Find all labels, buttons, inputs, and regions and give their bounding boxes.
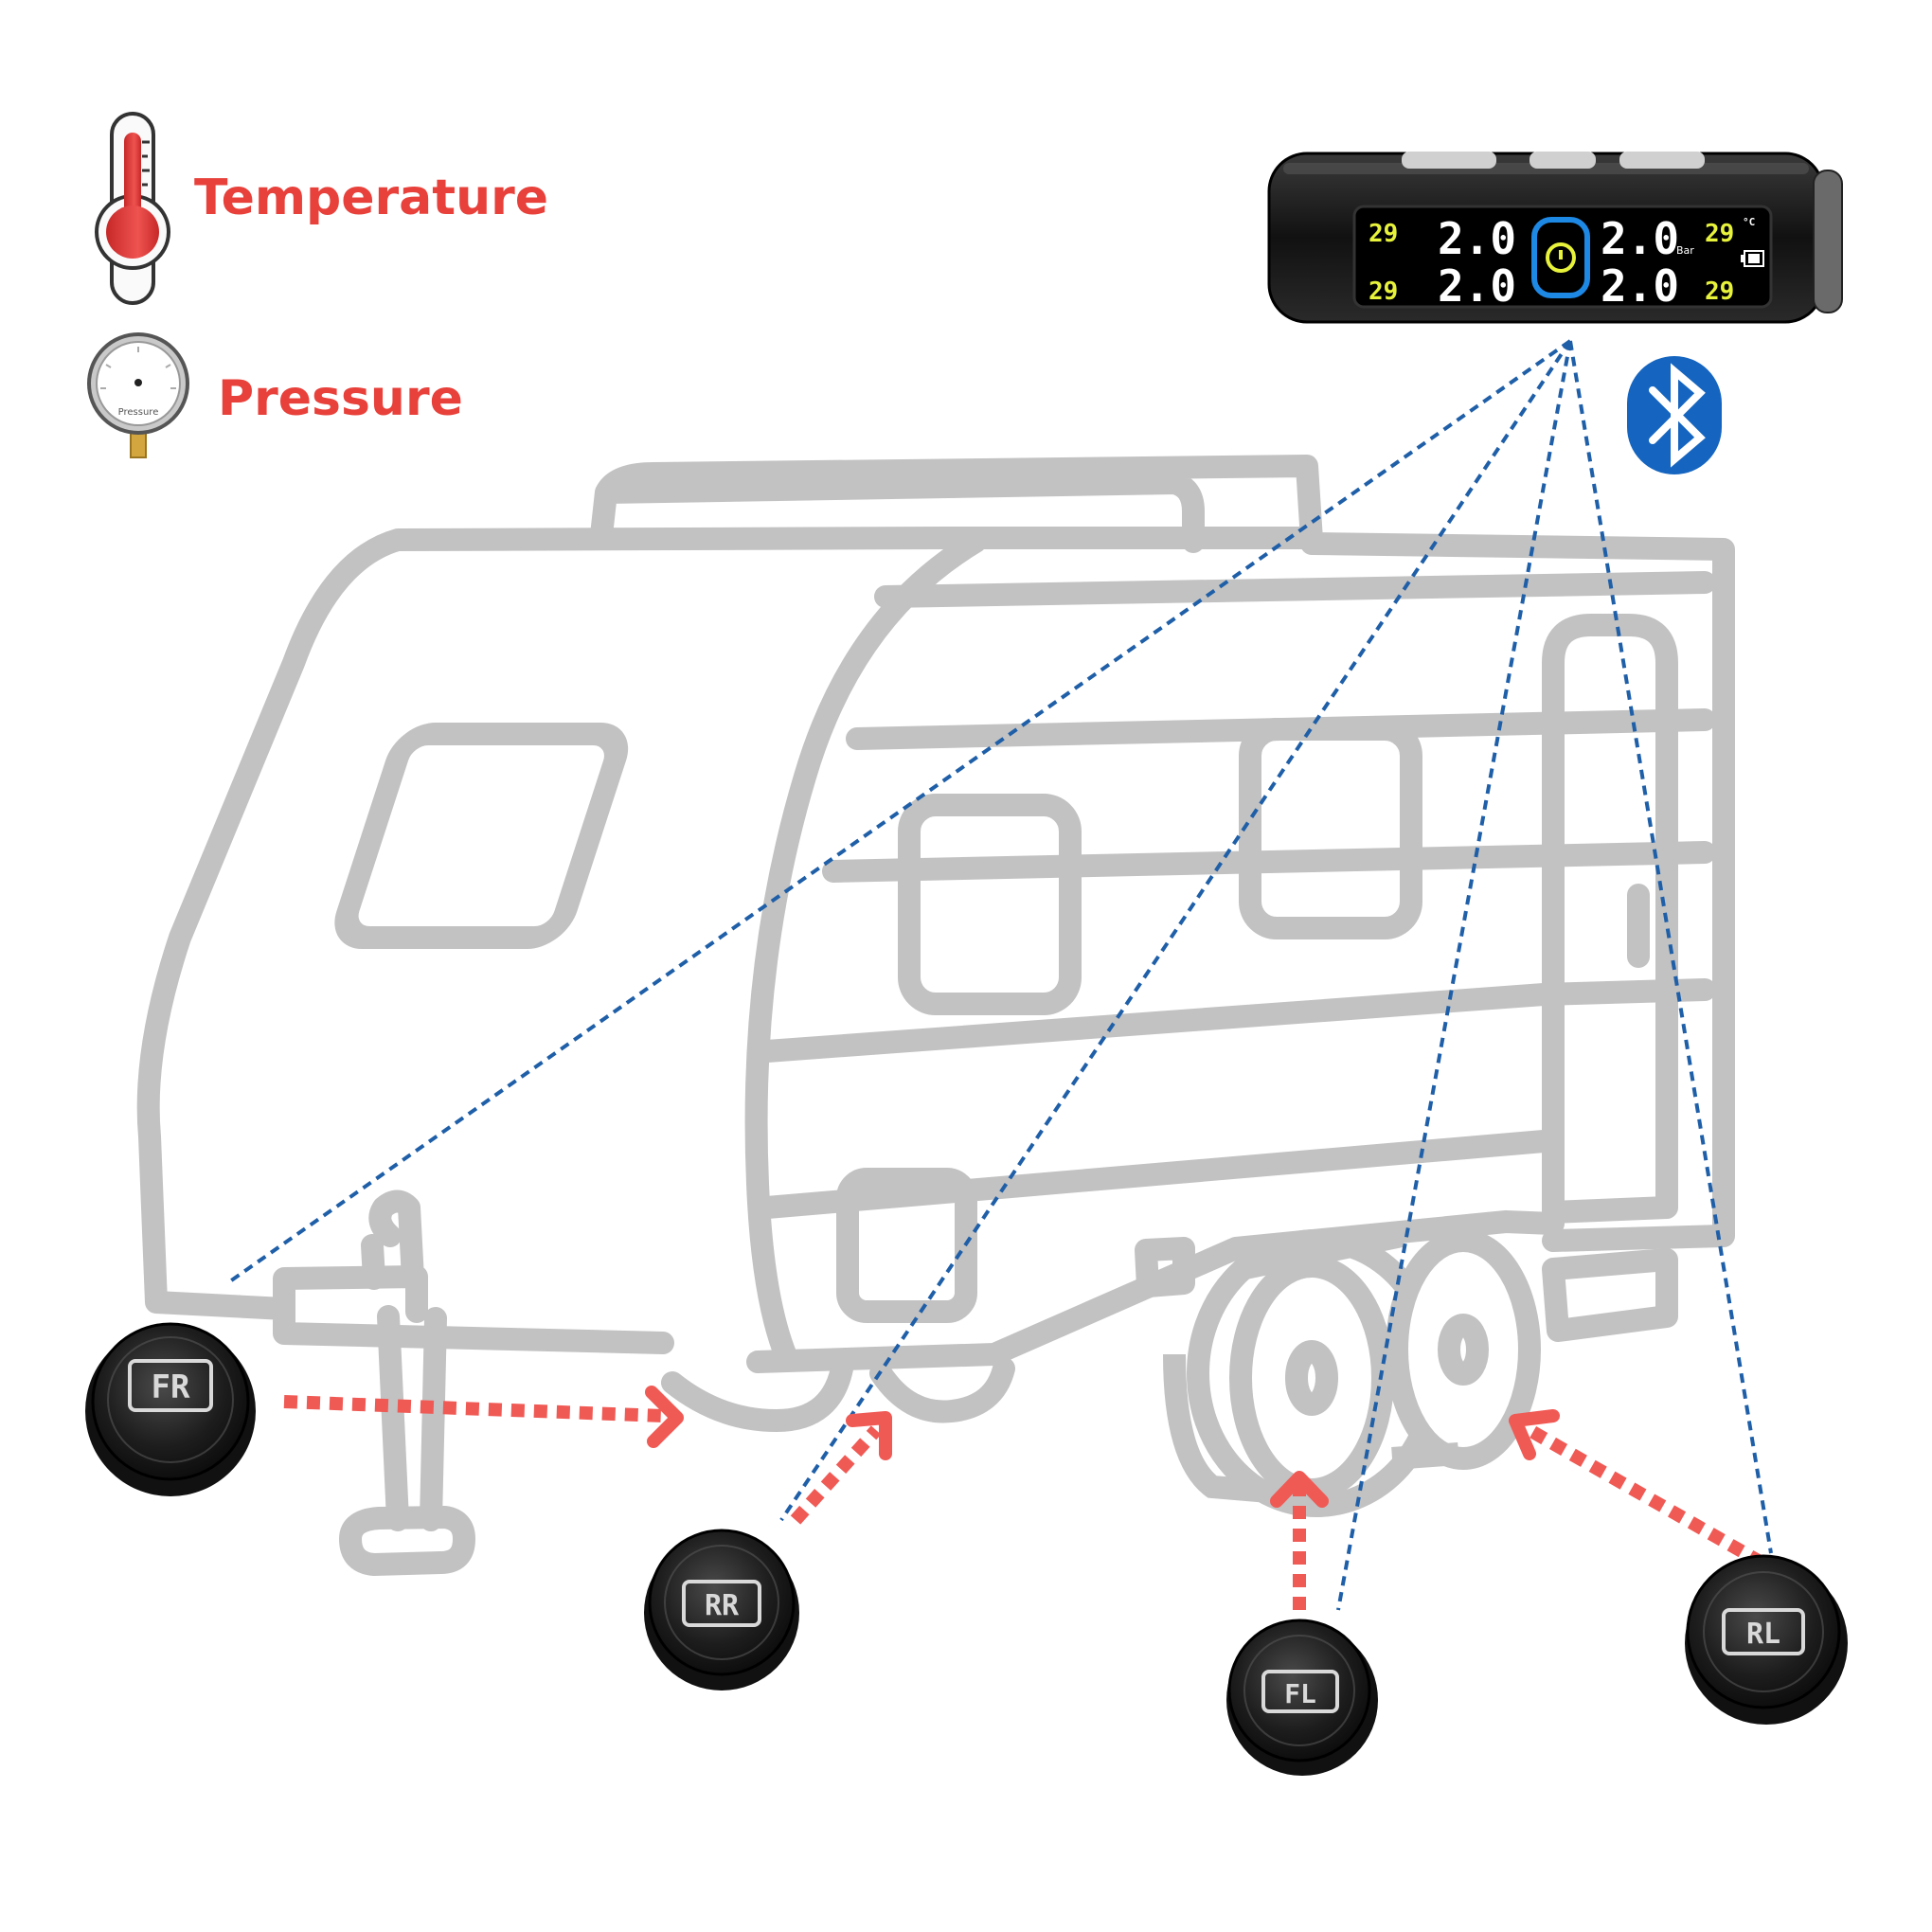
wheel-outer-hub	[1438, 1314, 1489, 1386]
sensor-cap-rr: RR	[644, 1529, 799, 1690]
caravan-side-marker	[1135, 1237, 1195, 1297]
pressure-gauge-icon: Pressure	[87, 332, 189, 458]
lcd-temp-top-right: 29	[1705, 220, 1734, 248]
rear-wheels	[1163, 1225, 1541, 1517]
thermometer-icon	[95, 112, 170, 305]
legend-temperature-label: Temperature	[194, 170, 549, 226]
monitor-button-2[interactable]	[1530, 152, 1596, 169]
signal-line-rr	[779, 339, 1572, 1522]
lcd-pressure-unit: Bar	[1676, 244, 1694, 257]
wheel-front-hub	[1285, 1340, 1338, 1416]
sensor-cap-fl: FL	[1226, 1619, 1378, 1776]
wheel-outer-tire	[1386, 1229, 1541, 1470]
caravan-door	[1542, 614, 1678, 1224]
caravan-outline	[136, 455, 1735, 1576]
sensor-arrowheads	[645, 1386, 1560, 1508]
monitor-button-1[interactable]	[1402, 152, 1496, 169]
caravan-roof-awning	[590, 455, 1323, 553]
hitch-jack-foot	[339, 1506, 475, 1576]
caravan-band-3	[822, 841, 1716, 883]
wheel-front-tire	[1229, 1255, 1394, 1501]
signal-line-rl	[1568, 340, 1773, 1554]
sensor-label-fr: FR	[152, 1368, 190, 1406]
arrow-fr-shaft	[283, 1395, 664, 1422]
caravan-side-window-1	[898, 794, 1082, 1015]
hitch-jack-body	[273, 1265, 428, 1323]
lcd-temp-top-left: 29	[1368, 220, 1398, 248]
sensor-label-rl: RL	[1746, 1618, 1780, 1651]
arrowhead-fr	[645, 1386, 684, 1448]
caravan-side-window-2	[1239, 718, 1422, 939]
arrowhead-rl	[1509, 1409, 1560, 1460]
monitor-button-3[interactable]	[1619, 152, 1705, 169]
tpms-monitor: 29 29 29 °C 29 2.0 2.0 2.0 2.0 Bar	[1267, 152, 1843, 324]
wheel-outer-arch	[1238, 1225, 1404, 1280]
tire-warning-icon	[1531, 217, 1590, 298]
lcd-pressure-top-right: 2.0	[1601, 213, 1679, 264]
caravan-body	[136, 527, 1735, 1373]
caravan-step	[1542, 1248, 1678, 1342]
arrow-rl-shaft	[1526, 1423, 1765, 1569]
caravan-front-cap	[744, 530, 987, 1368]
sensor-label-rr: RR	[705, 1589, 740, 1622]
arrowhead-rr	[846, 1411, 892, 1460]
caravan-nose-wheel-2	[869, 1357, 1015, 1423]
lcd-pressure-bottom-right: 2.0	[1601, 260, 1679, 312]
legend-pressure-label: Pressure	[218, 370, 463, 427]
hitch-jack-post	[361, 1190, 447, 1531]
sensor-cap-fr: FR	[85, 1322, 256, 1496]
sensor-label-fl: FL	[1284, 1678, 1316, 1709]
lcd-pressure-top-left: 2.0	[1438, 213, 1516, 264]
caravan-front-window	[334, 723, 629, 949]
caravan-band-1	[874, 571, 1716, 608]
caravan-band-5	[756, 1130, 1555, 1219]
sensor-cap-rl: RL	[1685, 1554, 1848, 1725]
caravan-nose-wheel-1	[661, 1352, 854, 1432]
lcd-temp-bottom-right: 29	[1705, 277, 1734, 306]
wheel-tread	[1163, 1353, 1459, 1503]
battery-icon	[1741, 250, 1764, 267]
pressure-gauge-text: Pressure	[118, 407, 159, 418]
signal-lines	[225, 339, 1773, 1611]
lcd-pressure-bottom-left: 2.0	[1438, 260, 1516, 312]
arrowhead-fl	[1270, 1471, 1329, 1508]
lcd-temp-bottom-left: 29	[1368, 277, 1398, 306]
arrow-rr-shaft	[790, 1425, 882, 1525]
signal-line-fl	[1336, 340, 1572, 1611]
bluetooth-icon	[1627, 356, 1722, 474]
lcd-temp-unit: °C	[1743, 216, 1755, 228]
sensor-arrows	[283, 1395, 1765, 1610]
